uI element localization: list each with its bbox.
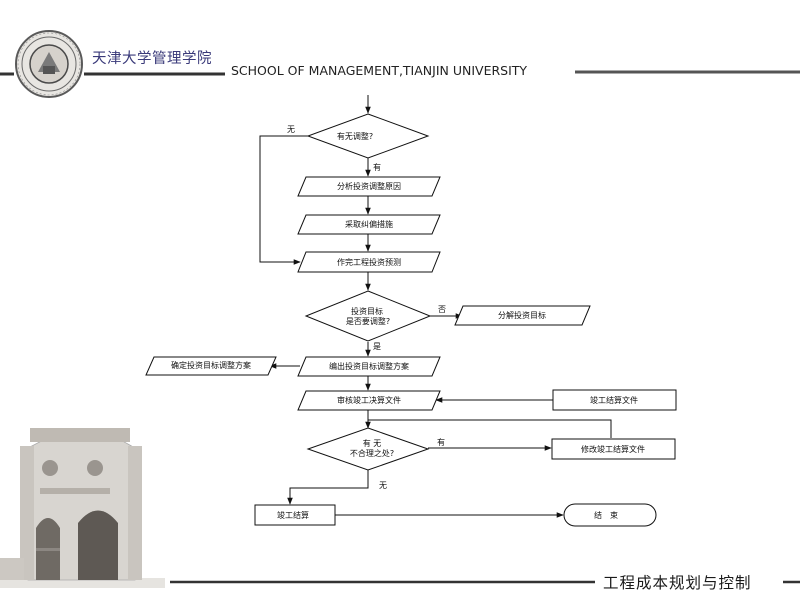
decision-target-label-line2: 是否要调整? (346, 316, 390, 326)
modify-settlement-box (551, 438, 676, 460)
prepare-forecast-box (297, 251, 441, 273)
building-illustration (0, 428, 165, 588)
edge-label-none: 无 (379, 481, 387, 490)
course-title: 工程成本规划与控制 (603, 574, 752, 592)
confirm-plan-label: 确定投资目标调整方案 (171, 360, 251, 370)
school-name-english: SCHOOL OF MANAGEMENT,TIANJIN UNIVERSITY (231, 63, 528, 78)
modify-settlement-label: 修改竣工结算文件 (581, 444, 645, 454)
edge-label-yes-target: 是 (373, 342, 381, 351)
take-measures-label: 采取纠偏措施 (345, 219, 393, 229)
decision-unreasonable-diamond (306, 427, 430, 471)
edge-label-no-target: 否 (438, 305, 446, 314)
edge-label-has: 有 (437, 437, 445, 447)
decompose-target-box (454, 305, 591, 326)
settlement-doc-box (552, 389, 677, 411)
decision-unreasonable-label-line1: 有 无 (363, 438, 382, 448)
review-settlement-box (297, 390, 441, 411)
end-terminator (563, 503, 657, 527)
header-rule (0, 70, 800, 76)
analyze-reason-box (297, 176, 441, 197)
completion-settlement-label: 竣工结算 (277, 510, 309, 520)
edge-label-no: 无 (287, 125, 295, 134)
prepare-forecast-label: 作完工程投资预测 (337, 257, 401, 267)
decision-adjust-diamond (306, 113, 430, 159)
edge-label-yes: 有 (373, 162, 381, 172)
decision-target-diamond (304, 290, 432, 342)
decision-unreasonable-label-line2: 不合理之处? (350, 448, 394, 458)
footer-rule (170, 580, 800, 584)
confirm-plan-box (145, 356, 277, 376)
settlement-doc-label: 竣工结算文件 (590, 395, 638, 405)
decision-target-label-line1: 投资目标 (351, 306, 383, 316)
school-name-chinese: 天津大学管理学院 (92, 51, 212, 67)
decision-adjust-label: 有无调整? (337, 131, 373, 141)
decompose-target-label: 分解投资目标 (498, 310, 546, 320)
compile-plan-label: 编出投资目标调整方案 (329, 361, 409, 371)
compile-plan-box (297, 356, 441, 377)
completion-settlement-box (254, 504, 336, 526)
review-settlement-label: 审核竣工决算文件 (337, 395, 401, 405)
end-label: 结 束 (594, 510, 618, 520)
analyze-reason-label: 分析投资调整原因 (337, 181, 401, 191)
take-measures-box (297, 214, 441, 235)
university-emblem (15, 30, 83, 98)
